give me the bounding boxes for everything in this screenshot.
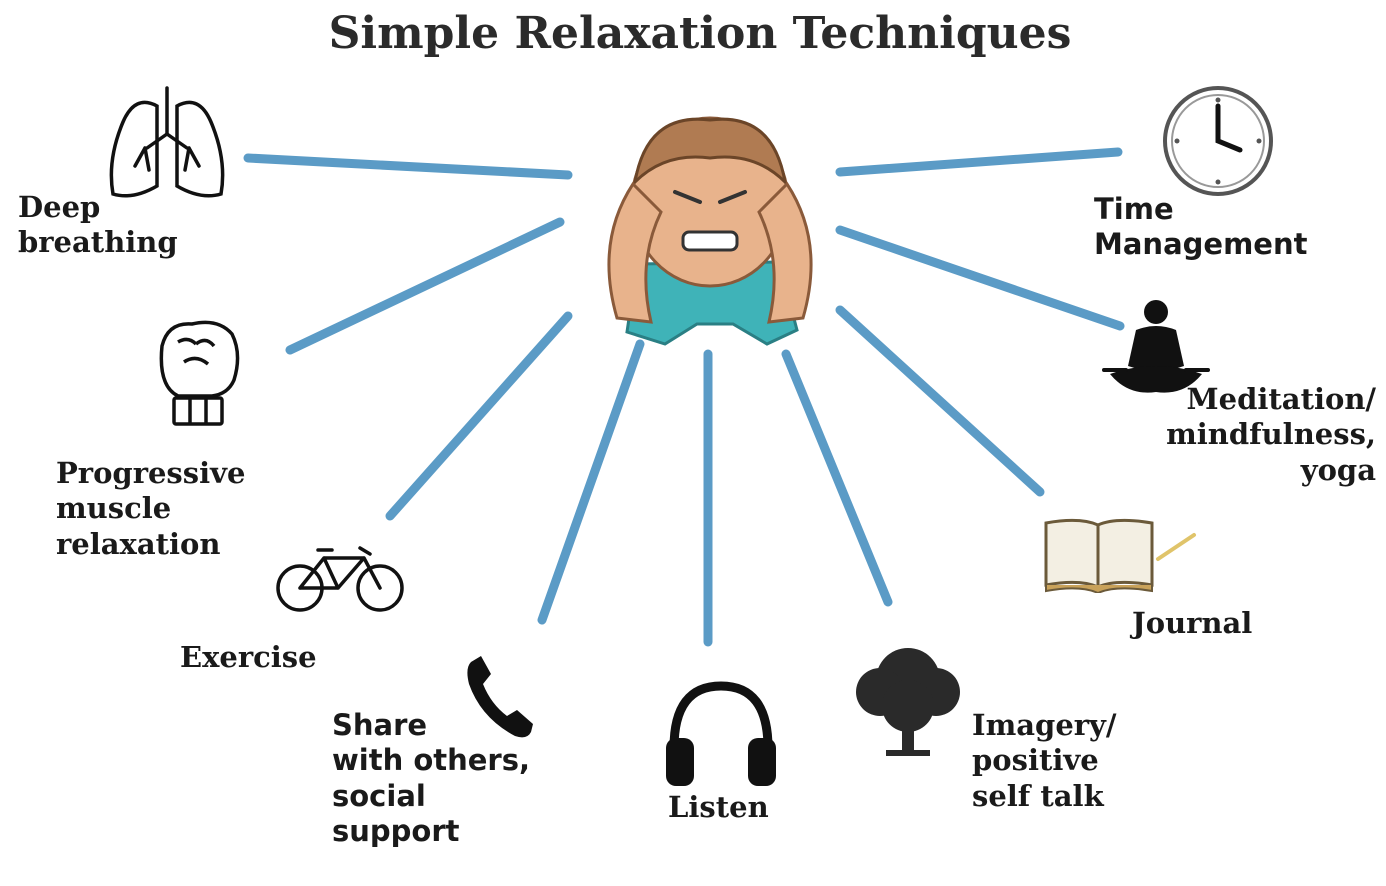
fist-icon — [148, 310, 248, 430]
label-imagery: Imagery/ positive self talk — [972, 708, 1117, 814]
label-progressive-muscle-relaxation: Progressive muscle relaxation — [56, 456, 245, 562]
tree-icon — [852, 640, 964, 758]
clock-icon — [1156, 84, 1280, 198]
label-meditation: Meditation/ mindfulness, yoga — [1130, 382, 1376, 488]
label-listen: Listen — [668, 790, 769, 825]
label-time-management: Time Management — [1094, 192, 1307, 263]
connector-imagery — [786, 354, 888, 602]
connector-exercise — [390, 316, 568, 516]
book-icon — [1040, 515, 1200, 593]
bicycle-icon — [272, 542, 410, 614]
label-share-with-others: Share with others, social support — [332, 708, 530, 850]
connector-journal — [840, 310, 1040, 492]
label-deep-breathing: Deep breathing — [18, 190, 178, 261]
label-journal: Journal — [1132, 606, 1252, 641]
connector-meditation — [840, 230, 1120, 326]
connector-time-management — [840, 152, 1118, 172]
stressed-person-icon — [575, 92, 840, 350]
headphones-icon — [662, 678, 780, 788]
connector-progressive-muscle — [290, 222, 560, 350]
connector-deep-breathing — [248, 158, 568, 175]
label-exercise: Exercise — [180, 640, 317, 675]
connector-share — [542, 344, 640, 620]
lungs-icon — [105, 82, 230, 204]
